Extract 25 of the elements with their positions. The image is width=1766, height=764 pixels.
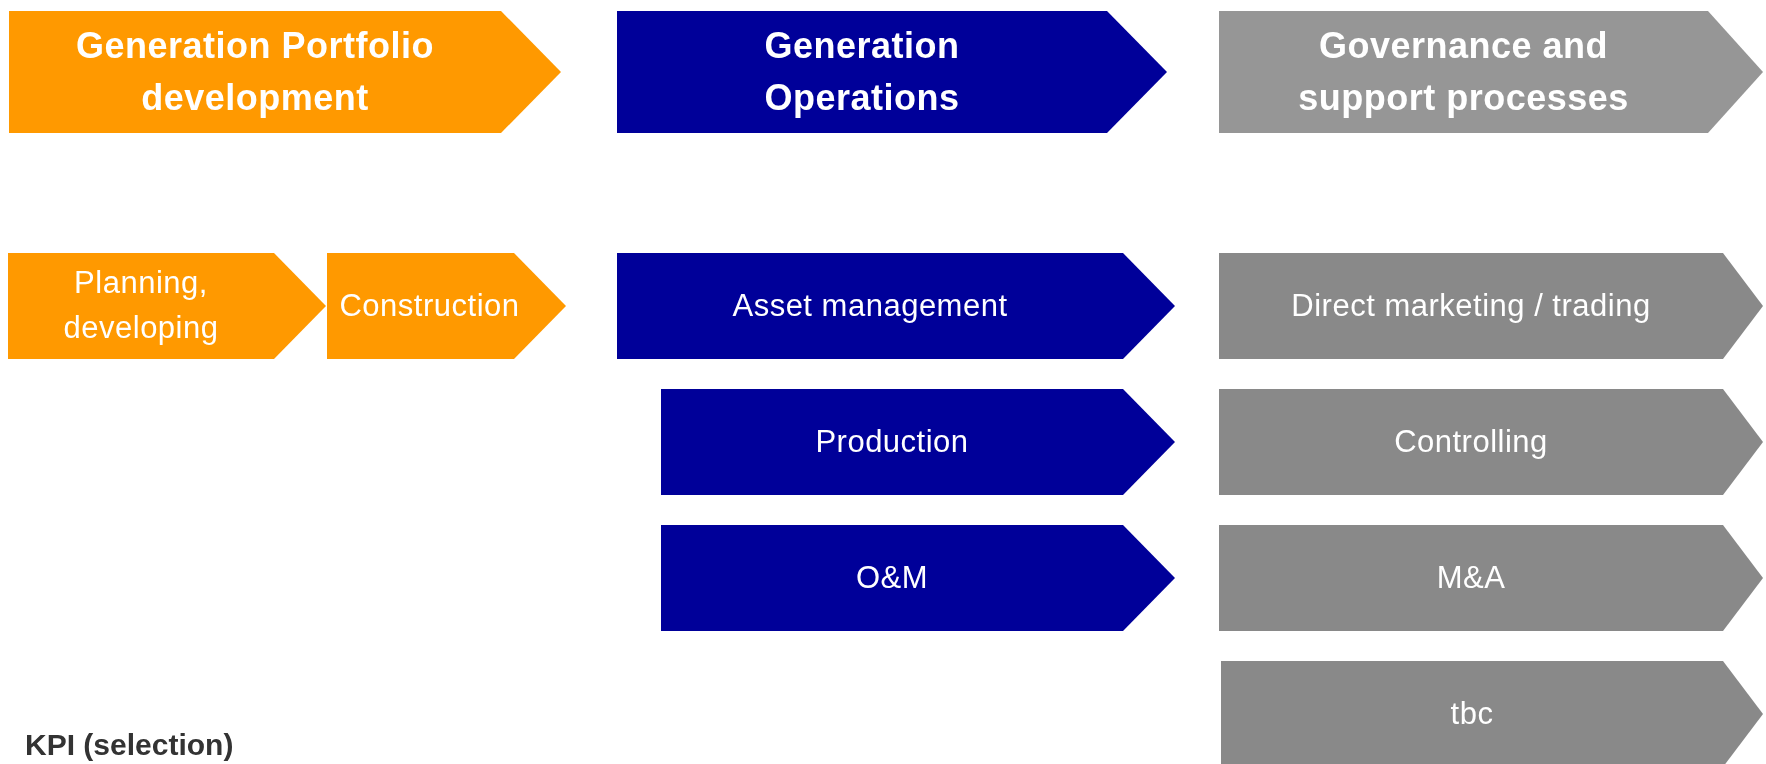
- process-label: Construction: [339, 286, 520, 325]
- process-label: Direct marketing / trading: [1291, 286, 1651, 325]
- process-label: Planning, developing: [62, 264, 220, 347]
- process-label: Controlling: [1394, 422, 1548, 461]
- process-step: [1219, 389, 1763, 495]
- process-label: tbc: [1450, 694, 1494, 733]
- process-step: [661, 525, 1175, 631]
- process-step: [1219, 253, 1763, 359]
- phase-banner: [1219, 11, 1763, 133]
- phase-heading: Generation Portfolio development: [75, 23, 435, 120]
- process-step: [8, 253, 326, 359]
- process-step: [327, 253, 566, 359]
- phase-heading: Generation Operations: [763, 23, 961, 120]
- process-label: Production: [815, 422, 969, 461]
- phase-banner: [9, 11, 561, 133]
- process-step: [617, 253, 1175, 359]
- section-heading: KPI (selection): [25, 728, 234, 762]
- phase-banner: [617, 11, 1167, 133]
- process-step: [661, 389, 1175, 495]
- process-label: Asset management: [732, 286, 1008, 325]
- process-label: O&M: [855, 558, 929, 597]
- phase-heading: Governance and support processes: [1297, 23, 1630, 120]
- process-step: [1219, 525, 1763, 631]
- process-label: M&A: [1436, 558, 1506, 597]
- process-step: [1221, 661, 1763, 764]
